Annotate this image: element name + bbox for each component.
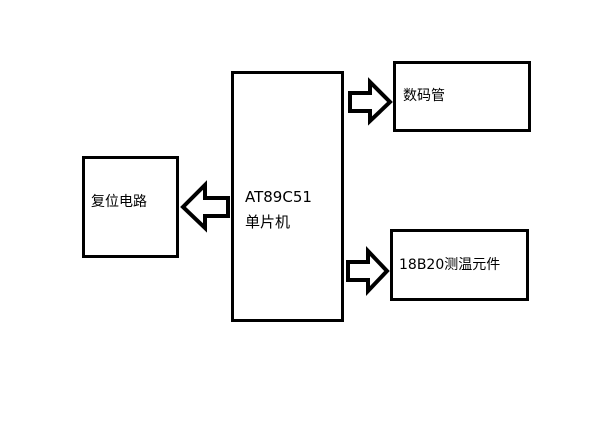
display-label: 数码管: [403, 88, 445, 104]
display-block: [393, 61, 531, 132]
arrow-to-display: [348, 77, 393, 126]
mcu-block: [231, 71, 344, 322]
reset-circuit-block: [82, 156, 179, 258]
sensor-block: [390, 229, 529, 301]
reset-circuit-label: 复位电路: [91, 194, 147, 210]
mcu-label-name: 单片机: [245, 213, 291, 231]
arrow-to-reset: [180, 180, 230, 233]
mcu-label-model: AT89C51: [245, 188, 312, 206]
sensor-label: 18B20测温元件: [399, 257, 501, 273]
arrow-to-sensor: [346, 245, 390, 297]
